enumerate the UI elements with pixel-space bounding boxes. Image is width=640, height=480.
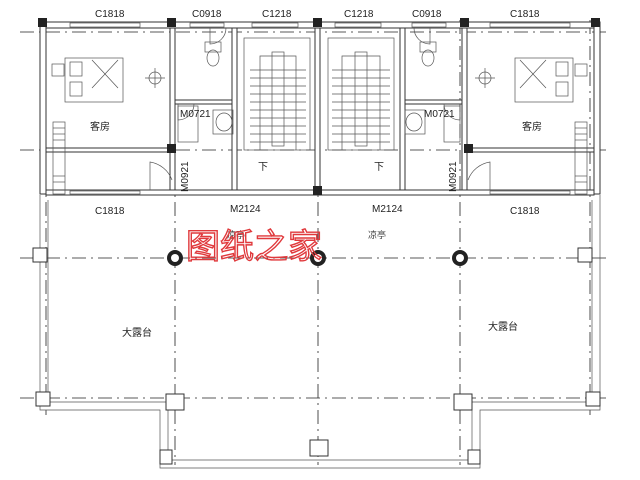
columns <box>38 18 600 266</box>
window-label-c0918-right: C0918 <box>412 9 442 20</box>
door-swings <box>149 27 491 190</box>
door-label-m2124-right: M2124 <box>372 204 403 215</box>
room-label-guest-right: 客房 <box>522 120 542 133</box>
bathroom-fixtures <box>177 41 461 143</box>
top-window-marks <box>69 22 571 195</box>
window-label-c0918-left: C0918 <box>192 9 222 20</box>
watermark-text: 图纸之家 <box>186 227 322 267</box>
room-label-guest-left: 客房 <box>90 120 110 133</box>
lamp-icons <box>145 68 495 88</box>
door-label-m0921-left: M0921 <box>180 161 191 192</box>
stair-label-down-left: 下 <box>258 162 268 173</box>
wardrobes <box>52 121 588 195</box>
door-label-m0721-left: M0721 <box>180 109 211 120</box>
pavilion-label-left: 凉亭 <box>227 229 245 241</box>
door-label-m0921-right: M0921 <box>448 161 459 192</box>
terrace-label-right: 大露台 <box>488 320 518 333</box>
stair-right <box>327 37 395 151</box>
pavilion-label-right: 凉亭 <box>368 229 386 241</box>
terrace-label-left: 大露台 <box>122 326 152 339</box>
stair-label-down-right: 下 <box>374 162 384 173</box>
bed-left <box>51 57 124 103</box>
stair-left <box>243 37 311 151</box>
window-label-c1818-mid-right: C1818 <box>510 206 540 217</box>
window-label-c1818-left: C1818 <box>95 9 125 20</box>
window-label-c1818-mid-left: C1818 <box>95 206 125 217</box>
window-label-c1818-right: C1818 <box>510 9 540 20</box>
door-label-m2124-left: M2124 <box>230 204 261 215</box>
window-label-c1218-right: C1218 <box>344 9 374 20</box>
terrace-outline <box>32 195 601 469</box>
bed-right <box>514 57 588 103</box>
upper-walls <box>39 21 601 196</box>
window-label-c1218-left: C1218 <box>262 9 292 20</box>
door-label-m0721-right: M0721 <box>424 109 455 120</box>
